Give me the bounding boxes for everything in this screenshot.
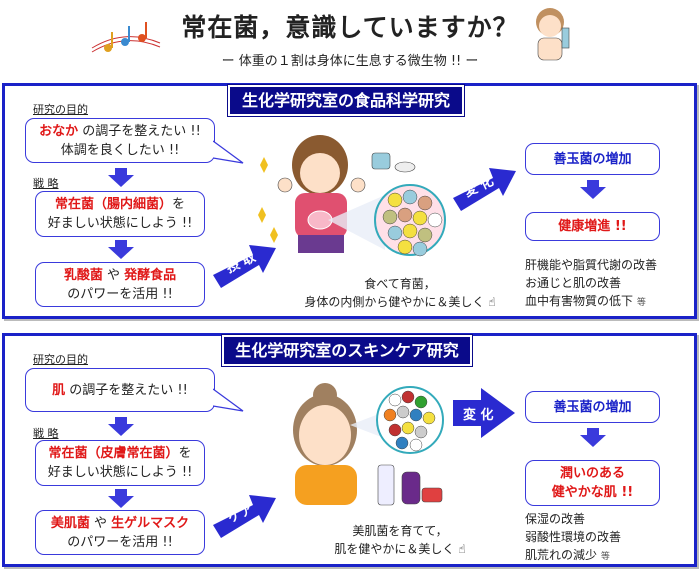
skin-panel-heading: 生化学研究室のスキンケア研究 <box>221 334 473 367</box>
result-good-bacteria-box: 善玉菌の増加 <box>525 391 660 423</box>
strategy-text: を <box>178 446 192 461</box>
power-keyword-2: 発酵食品 <box>124 267 177 283</box>
strategy-text-2: 好ましい状態にしよう !! <box>47 216 193 231</box>
intake-arrow <box>213 245 276 288</box>
pointing-hand-icon: ☝ <box>458 542 466 556</box>
down-arrow-icon <box>108 417 134 436</box>
power-text-2: のパワーを活用 !! <box>67 286 173 302</box>
effect-item: 保湿の改善 <box>525 512 586 526</box>
purpose-bubble: おなか の調子を整えたい !! 体調を良くしたい !! <box>25 118 215 163</box>
etc-label: 等 <box>600 552 610 562</box>
woman-drinking-illustration <box>536 8 570 61</box>
purpose-bubble: 肌 の調子を整えたい !! <box>25 368 215 412</box>
speech-tail <box>213 388 244 412</box>
strategy-keyword: 常在菌（腸内細菌） <box>54 197 172 212</box>
power-box: 美肌菌 や 生ゲルマスク のパワーを活用 !! <box>35 510 205 555</box>
power-keyword-1: 乳酸菌 <box>63 267 103 283</box>
strategy-box: 常在菌（腸内細菌）を 好ましい状態にしよう !! <box>35 191 205 237</box>
strategy-text: を <box>172 197 186 212</box>
pointing-hand-icon: ☝ <box>488 295 496 309</box>
purpose-keyword: 肌 <box>52 382 66 398</box>
change-arrow <box>453 168 516 211</box>
change-arrow <box>453 388 515 438</box>
change-arrow-label: 変 化 <box>463 408 494 423</box>
food-panel-heading: 生化学研究室の食品科学研究 <box>227 84 465 117</box>
food-caption: 食べて育菌， 身体の内側から健やかに＆美しく ☝ <box>255 275 545 311</box>
result-health-box: 健康増進 !! <box>525 212 660 241</box>
power-box: 乳酸菌 や 発酵食品 のパワーを活用 !! <box>35 262 205 307</box>
purpose-text-2: 体調を良くしたい !! <box>60 142 180 158</box>
effect-item: 血中有害物質の低下 <box>525 294 634 308</box>
purpose-label: 研究の目的 <box>33 103 88 116</box>
effect-item: 肌荒れの減少 <box>525 548 598 562</box>
music-notes-icon <box>91 22 161 53</box>
result-skin-box: 潤いのある 健やかな肌 !! <box>525 460 660 506</box>
speech-tail <box>213 140 244 164</box>
purpose-text: の調子を整えたい !! <box>65 382 188 398</box>
woman-skincare-illustration <box>293 383 444 506</box>
down-arrow-icon <box>108 168 134 187</box>
etc-label: 等 <box>636 298 646 308</box>
strategy-label: 戦 略 <box>33 177 59 190</box>
power-conj: や <box>102 267 125 283</box>
result-line-2: 健やかな肌 !! <box>551 485 634 500</box>
effect-item: 肝機能や脂質代謝の改善 <box>525 258 658 272</box>
down-arrow-icon <box>108 240 134 259</box>
purpose-text: の調子を整えたい !! <box>78 123 201 139</box>
page-title: 常在菌，意識していますか？ <box>181 13 519 42</box>
power-keyword-1: 美肌菌 <box>50 515 90 531</box>
power-text-2: のパワーを活用 !! <box>67 534 173 550</box>
strategy-label: 戦 略 <box>33 427 59 440</box>
effect-item: お通じと肌の改善 <box>525 276 622 290</box>
result-good-bacteria-box: 善玉菌の増加 <box>525 143 660 175</box>
care-arrow <box>213 495 276 538</box>
caption-line-1: 食べて育菌， <box>364 277 436 291</box>
down-arrow-icon <box>580 180 606 199</box>
skin-effects-list: 保湿の改善 弱酸性環境の改善 肌荒れの減少 等 <box>525 510 621 566</box>
result-line-1: 潤いのある <box>559 466 625 481</box>
strategy-box: 常在菌（皮膚常在菌）を 好ましい状態にしよう !! <box>35 440 205 486</box>
caption-line-1: 美肌菌を育てて， <box>352 524 448 538</box>
caption-line-2: 肌を健やかに＆美しく <box>334 542 455 556</box>
purpose-label: 研究の目的 <box>33 353 88 366</box>
food-effects-list: 肝機能や脂質代謝の改善 お通じと肌の改善 血中有害物質の低下 等 <box>525 256 657 312</box>
caption-line-2: 身体の内側から健やかに＆美しく <box>304 295 485 309</box>
down-arrow-icon <box>580 428 606 447</box>
purpose-keyword: おなか <box>39 123 79 139</box>
skin-caption: 美肌菌を育てて， 肌を健やかに＆美しく ☝ <box>255 522 545 558</box>
page-subtitle: ー 体重の１割は身体に生息する微生物 !! ー <box>221 54 479 69</box>
strategy-text-2: 好ましい状態にしよう !! <box>47 465 193 480</box>
power-conj: や <box>89 515 112 531</box>
strategy-keyword: 常在菌（皮膚常在菌） <box>48 446 179 461</box>
power-keyword-2: 生ゲルマスク <box>111 515 190 531</box>
down-arrow-icon <box>108 489 134 508</box>
effect-item: 弱酸性環境の改善 <box>525 530 622 544</box>
girl-with-bacteria-illustration <box>258 135 446 257</box>
